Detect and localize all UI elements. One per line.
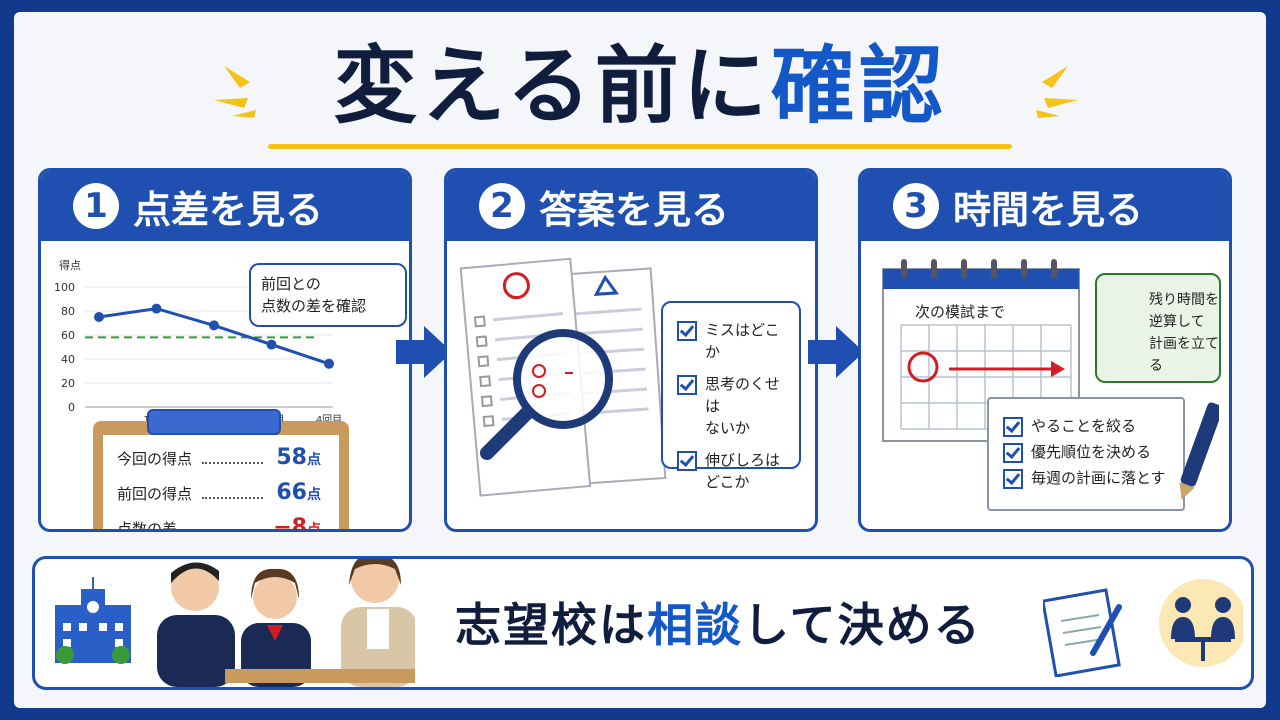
time-bubble-text: 残り時間を 逆算して 計画を立てる: [1149, 292, 1219, 374]
answer-sheets-illustration: [459, 257, 667, 497]
checkbox-icon: [1003, 443, 1023, 463]
y-tick-label: 80: [61, 305, 75, 318]
calendar-title: 次の模試まで: [915, 303, 1006, 321]
student-boy: [157, 562, 235, 687]
document-pen-icon: [1043, 588, 1122, 677]
panel-score-diff: 1 点差を見る 得点0204060801001回目2回目3回目4回目 前回との …: [38, 168, 412, 532]
step-number: 3: [893, 183, 939, 229]
check-item: 思考のくせは ないか: [677, 373, 785, 439]
review-checklist-bubble: ミスはどこか 思考のくせは ないか 伸びしろは どこか: [661, 301, 801, 491]
checkbox-icon: [677, 321, 697, 341]
school-icon: [55, 577, 131, 664]
data-point: [94, 312, 104, 322]
score-bubble: 前回との 点数の差を確認: [249, 263, 407, 327]
score-line-chart: 得点0204060801001回目2回目3回目4回目: [54, 259, 342, 421]
consult-banner: 志望校は相談して決める: [32, 556, 1254, 690]
checkbox-icon: [677, 375, 697, 395]
arrow-right-icon: [396, 326, 452, 378]
consult-message: 志望校は相談して決める: [455, 598, 982, 652]
checkbox-icon: [1003, 469, 1023, 489]
consult-icons: [1043, 579, 1243, 677]
panel-title: 時間を見る: [953, 187, 1144, 232]
right-spark-icon: [1036, 66, 1078, 118]
check-item: ミスはどこか: [677, 319, 785, 363]
y-tick-label: 60: [61, 329, 75, 342]
x-tick-label: 4回目: [316, 414, 342, 421]
panel-header: 3 時間を見る: [861, 171, 1229, 241]
checkbox-icon: [677, 451, 697, 471]
time-bubble: 残り時間を 逆算して 計画を立てる: [1095, 273, 1221, 383]
left-spark-icon: [214, 66, 256, 118]
title-main: 変える前に: [333, 37, 771, 135]
arrow-right-icon: [808, 326, 864, 378]
y-axis-label: 得点: [59, 259, 81, 272]
panel-title: 点差を見る: [133, 187, 324, 232]
check-item: 毎週の計画に落とす: [1003, 467, 1169, 489]
check-item: 伸びしろは どこか: [677, 449, 785, 493]
panel-header: 2 答案を見る: [447, 171, 815, 241]
data-point: [324, 358, 334, 369]
students-consult-illustration: [55, 559, 415, 687]
panel-answer-sheet: 2 答案を見る ミスはどこか 思考のくせは な: [444, 168, 818, 532]
check-item: やることを絞る: [1003, 415, 1169, 437]
teacher: [341, 559, 415, 687]
panel-time: 3 時間を見る 次の模試まで 残り時間を 逆算して 計画を立てる やることを絞る…: [858, 168, 1232, 532]
y-tick-label: 100: [54, 281, 75, 294]
clipboard-clip: [147, 409, 281, 435]
y-tick-label: 20: [61, 377, 75, 390]
step-number: 2: [479, 183, 525, 229]
step-number: 1: [73, 183, 119, 229]
panel-header: 1 点差を見る: [41, 171, 409, 241]
title-underline: [268, 144, 1012, 149]
checkbox-icon: [1003, 417, 1023, 437]
panel-title: 答案を見る: [539, 187, 730, 232]
meeting-icon: [1159, 579, 1243, 667]
page-title: 変える前に確認: [0, 36, 1280, 136]
y-tick-label: 0: [68, 401, 75, 414]
pen-icon: [1179, 402, 1219, 500]
title-accent: 確認: [770, 37, 947, 135]
data-point: [266, 339, 277, 350]
data-point: [151, 303, 162, 314]
y-tick-label: 40: [61, 353, 75, 366]
check-item: 優先順位を決める: [1003, 441, 1169, 463]
data-point: [209, 320, 219, 331]
todo-notepad: やることを絞る 優先順位を決める 毎週の計画に落とす: [987, 397, 1185, 511]
